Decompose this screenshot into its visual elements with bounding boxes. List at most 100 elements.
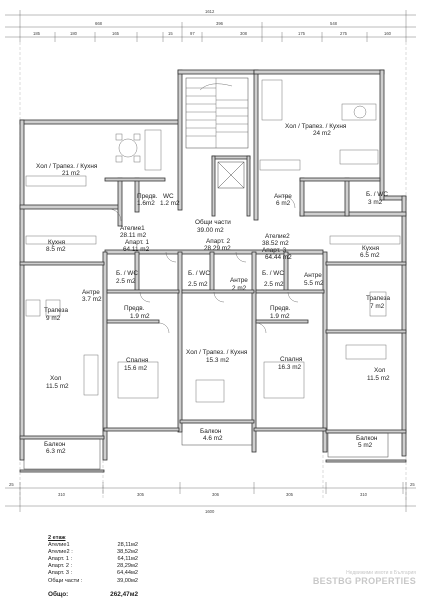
dim-bottom-total: 1600: [205, 509, 215, 514]
watermark-logo: BESTBG PROPERTIES: [312, 576, 416, 586]
room-area: 2 m2: [232, 285, 247, 292]
area-summary: 2 етаж Ателие1 28,11м2 Ателие2 : 38,52м2…: [48, 535, 138, 598]
room-area: 4.6 m2: [203, 435, 223, 442]
room-name: Балкон: [44, 441, 66, 448]
summary-total-value: 262,47м2: [110, 590, 138, 598]
summary-row: Ателие1 28,11м2: [48, 542, 138, 549]
summary-value: 64,44м2: [117, 570, 138, 577]
watermark: Недвижими имоти в България BESTBG PROPER…: [313, 570, 416, 586]
room-area: 9 m2: [46, 315, 61, 322]
room-area: 15.3 m2: [206, 357, 230, 364]
summary-label: Ателие1: [48, 542, 70, 549]
room-name: Апарт. 1: [125, 239, 149, 246]
balconies: [19, 422, 407, 473]
dim-bottom-detail: 310: [360, 492, 368, 497]
room-area: 39.00 m2: [197, 227, 224, 234]
doors: [108, 195, 299, 334]
summary-label: Апарт. 3 :: [48, 570, 73, 577]
room-name: Антре: [230, 277, 248, 284]
summary-heading: 2 етаж: [48, 535, 66, 541]
dim-top-detail: 185: [33, 31, 41, 36]
room-name: Общи части: [195, 218, 231, 226]
summary-label: Общи части :: [48, 577, 83, 584]
summary-value: 38,52м2: [117, 549, 138, 556]
room-name: Хол: [374, 367, 386, 374]
room-area: 2.5 m2: [188, 281, 208, 288]
room-name: Б. / WC: [116, 270, 138, 277]
summary-row: Апарт. 3 : 64,44м2: [48, 570, 138, 577]
room-name: Балкон: [200, 428, 222, 435]
dim-top-detail: 308: [240, 31, 248, 36]
room-area: 11.5 m2: [46, 383, 69, 390]
elevator: [217, 161, 245, 189]
room-name: Б. / WC: [262, 270, 284, 277]
room-area: 24 m2: [313, 130, 331, 137]
room-name: Кухня: [362, 245, 380, 252]
room-area: 8.5 m2: [46, 246, 66, 253]
dim-top-detail: 15: [168, 31, 173, 36]
room-area: 1.9 m2: [130, 313, 150, 320]
dim-top-detail: 165: [112, 31, 120, 36]
room-area: 1.9 m2: [270, 313, 290, 320]
room-area: 5 m2: [358, 442, 373, 449]
watermark-tagline: Недвижими имоти в България: [346, 570, 416, 576]
room-name: Спалня: [280, 356, 303, 363]
dim-bottom-detail: 306: [212, 492, 220, 497]
dim-top-detail: 97: [190, 31, 195, 36]
summary-row: Апарт. 1 : 64,11м2: [48, 556, 138, 563]
room-area: 2.5 m2: [264, 281, 284, 288]
room-name: Предв.: [124, 305, 145, 312]
dim-bottom-detail: 310: [58, 492, 66, 497]
room-name: Б. / WC: [188, 270, 210, 277]
summary-total: Общо: 262,47м2: [48, 591, 138, 598]
room-name: Ателие2: [265, 233, 290, 240]
bottom-dimensions: 25 310 305 306 305 310 25 1600: [5, 482, 416, 514]
top-dimensions: 1612 668 396 548 185 180 165 15 97 308 1…: [5, 9, 416, 42]
room-area: 2.5 m2: [116, 278, 136, 285]
room-area: 1.2 m2: [160, 200, 180, 207]
dim-top-detail: 160: [384, 31, 392, 36]
room-area: 16.3 m2: [278, 364, 302, 371]
summary-row: Апарт. 2 : 28,29м2: [48, 563, 138, 570]
room-area: 11.5 m2: [367, 375, 390, 382]
dim-top-detail: 275: [340, 31, 348, 36]
room-area: 38.52 m2: [262, 240, 289, 247]
summary-total-label: Общо:: [48, 590, 69, 598]
room-name: Апарт. 3: [262, 247, 286, 254]
room-labels: Хол / Трапез. / Кухня 21 m2 Хол / Трапез…: [36, 123, 390, 455]
summary-label: Апарт. 2 :: [48, 563, 73, 570]
room-area: 64.44 m2: [265, 254, 292, 261]
room-area: 3.7 m2: [82, 296, 102, 303]
room-area: 64.11 m2: [123, 246, 150, 253]
room-name: Хол / Трапез. / Кухня: [186, 349, 248, 356]
room-name: Хол: [50, 375, 62, 382]
room-name: Спалня: [126, 357, 149, 364]
room-name: Хол / Трапез. / Кухня: [36, 163, 98, 170]
room-area: 1.6m2: [137, 200, 155, 207]
dim-bottom-detail: 25: [9, 482, 14, 487]
room-name: WC: [163, 193, 174, 200]
room-area: 6.3 m2: [46, 448, 66, 455]
room-name: Ателие1: [120, 225, 145, 232]
dim-top-detail: 180: [70, 31, 78, 36]
room-name: Антре: [304, 272, 322, 279]
room-area: 28.29 m2: [204, 245, 231, 252]
dim-top-main: 396: [216, 21, 224, 26]
dim-bottom-detail: 305: [137, 492, 145, 497]
room-name: Кухня: [48, 239, 66, 246]
dim-bottom-detail: 305: [286, 492, 294, 497]
room-name: Б. / WC: [366, 191, 388, 198]
summary-row: Ателие2 : 38,52м2: [48, 549, 138, 556]
summary-label: Апарт. 1 :: [48, 556, 73, 563]
dim-top-main: 548: [330, 21, 338, 26]
room-name: Предв.: [270, 305, 291, 312]
dim-top-main: 668: [95, 21, 103, 26]
room-area: 28.11 m2: [120, 232, 147, 239]
summary-row: Общи части : 39,00м2: [48, 578, 138, 585]
furniture: [25, 79, 401, 403]
room-name: Антре: [274, 193, 292, 200]
room-area: 21 m2: [62, 170, 80, 177]
summary-label: Ателие2 :: [48, 549, 73, 556]
room-area: 6.5 m2: [360, 252, 380, 259]
